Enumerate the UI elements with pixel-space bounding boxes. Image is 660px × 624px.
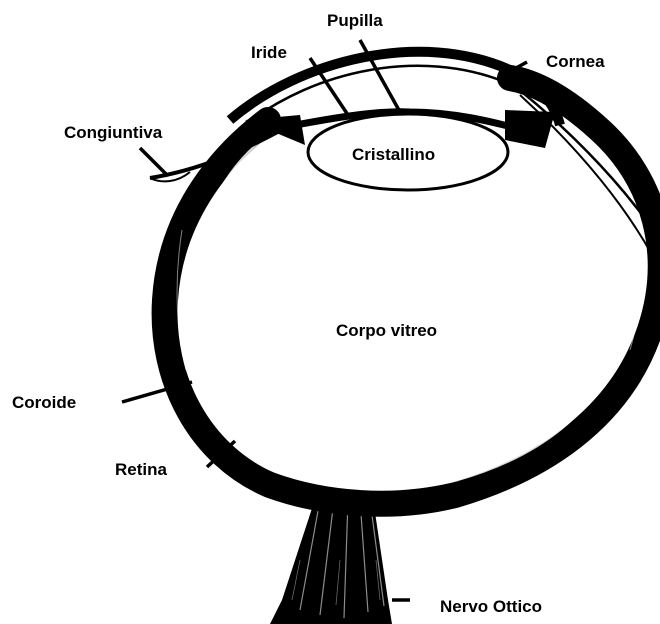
- label-iride: Iride: [251, 43, 287, 62]
- label-pupilla: Pupilla: [327, 11, 383, 30]
- label-congiuntiva: Congiuntiva: [64, 123, 163, 142]
- label-cornea: Cornea: [546, 52, 605, 71]
- leader-congiuntiva: [140, 148, 168, 176]
- label-corpo-vitreo: Corpo vitreo: [336, 321, 437, 340]
- label-retina: Retina: [115, 460, 168, 479]
- label-cristallino: Cristallino: [352, 145, 435, 164]
- label-coroide: Coroide: [12, 393, 76, 412]
- label-nervo-ottico: Nervo Ottico: [440, 597, 542, 616]
